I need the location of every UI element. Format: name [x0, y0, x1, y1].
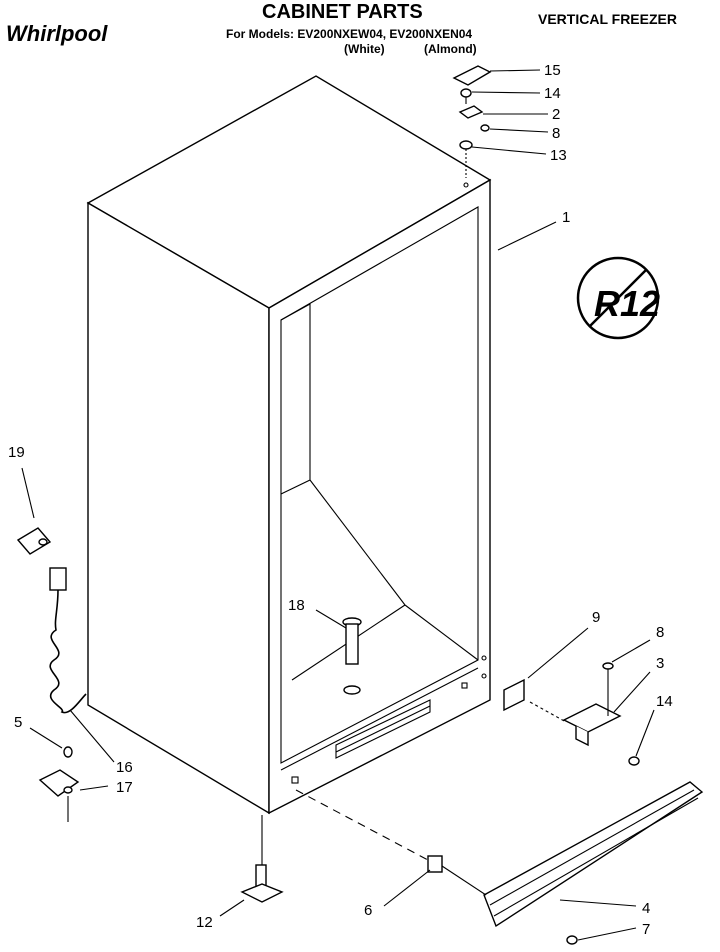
hinge-cover: [452, 65, 492, 86]
brand-logo: Whirlpool: [6, 21, 108, 46]
callout-labels: 15 14 2 8 13 1 19 9 8 18 3 14 5 16 17 6 …: [8, 62, 673, 938]
cabinet-front: [268, 178, 491, 815]
inner-floor-edge-2: [404, 604, 479, 661]
bottom-hinge: [562, 703, 622, 733]
callout-12: 12: [196, 914, 213, 931]
cord-plug: [49, 567, 67, 591]
category-label: VERTICAL FREEZER: [538, 11, 677, 27]
inner-wall-left: [280, 303, 311, 495]
models-line: For Models: EV200NXEW04, EV200NXEN04: [226, 27, 472, 41]
hinge-hole: [461, 682, 468, 689]
callout-4: 4: [642, 900, 650, 917]
grille-screw: [566, 935, 578, 945]
power-cord-assembly: [16, 527, 87, 822]
callout-15: 15: [544, 62, 561, 79]
hinge-bushing: [459, 140, 473, 150]
callout-8-bottom: 8: [656, 624, 664, 641]
clamp-screw: [63, 746, 73, 758]
callout-19: 19: [8, 444, 25, 461]
callout-9: 9: [592, 609, 600, 626]
callout-18: 18: [288, 597, 305, 614]
variant-white: (White): [344, 42, 385, 56]
hinge-bolt: [628, 756, 640, 766]
no-r12-icon: [576, 256, 660, 340]
cabinet-side: [87, 201, 270, 815]
page-title: CABINET PARTS: [262, 1, 423, 23]
callout-8-top: 8: [552, 125, 560, 142]
callout-16: 16: [116, 759, 133, 776]
callout-5: 5: [14, 714, 22, 731]
callout-14-bottom: 14: [656, 693, 673, 710]
leveling-leg: [240, 815, 284, 903]
hinge-washer: [480, 124, 490, 132]
grille-clip: [295, 789, 487, 896]
callout-14-top: 14: [544, 85, 561, 102]
inner-floor-edge: [309, 479, 406, 606]
header: Whirlpool CABINET PARTS For Models: EV20…: [6, 1, 677, 56]
top-hinge: [458, 105, 484, 119]
hinge-hole: [291, 776, 299, 784]
variant-almond: (Almond): [424, 42, 477, 56]
callout-1: 1: [562, 209, 570, 226]
hinge-screw: [460, 88, 472, 98]
top-hinge-assembly: [452, 65, 492, 178]
callout-7: 7: [642, 921, 650, 938]
toe-vent: [335, 699, 431, 759]
callout-17: 17: [116, 779, 133, 796]
power-cord: [49, 589, 87, 714]
callout-2: 2: [552, 106, 560, 123]
cabinet: [86, 75, 492, 815]
callout-3: 3: [656, 655, 664, 672]
cord-clamp-bottom: [38, 769, 80, 797]
leader-lines: [21, 69, 655, 941]
hinge-spacer: [503, 678, 525, 712]
no-r12-badge: R12: [576, 256, 660, 340]
bottom-hinge-assembly: [503, 662, 640, 766]
drain-tube: [342, 617, 362, 695]
pin-washer: [602, 662, 614, 670]
cord-clamp-top: [16, 527, 52, 555]
callout-13: 13: [550, 147, 567, 164]
toe-grille: [483, 781, 704, 945]
callout-6: 6: [364, 902, 372, 919]
r12-text: R12: [594, 283, 660, 324]
